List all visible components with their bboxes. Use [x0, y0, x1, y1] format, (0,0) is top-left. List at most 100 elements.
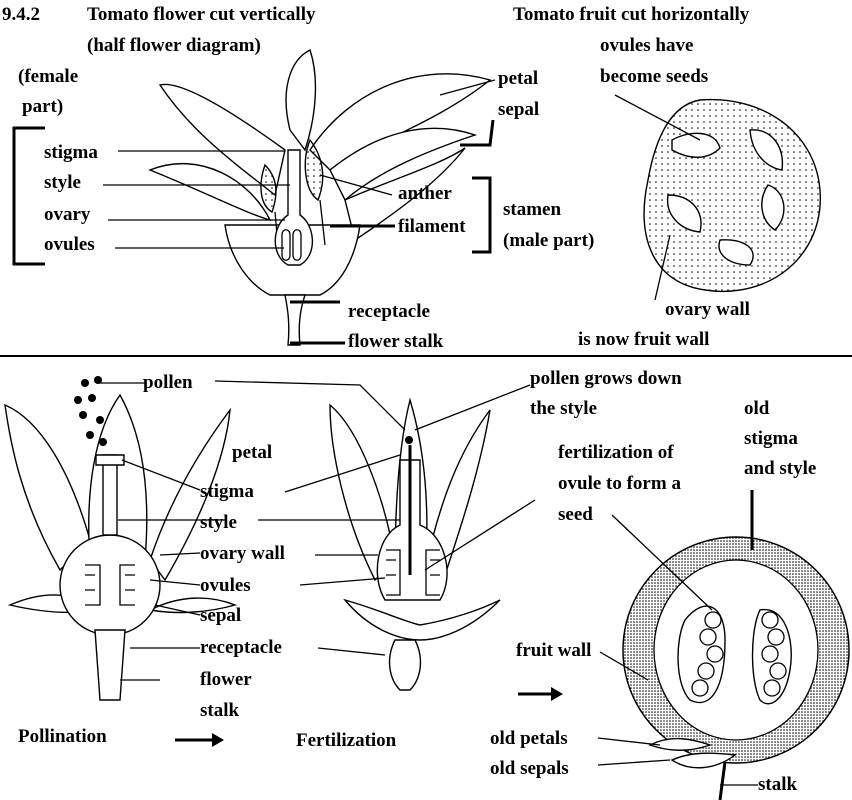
- arrow-1-head: [212, 733, 224, 747]
- fer-ovule-right: [425, 549, 440, 596]
- old-sepals-shape: [670, 752, 737, 769]
- fer-pistil: [376, 459, 448, 601]
- old-petals-label: old petals: [490, 728, 568, 749]
- fruit-wall-label: is now fruit wall: [578, 329, 709, 350]
- stamen-bracket: [472, 176, 492, 254]
- become-seeds-label: become seeds: [600, 66, 708, 87]
- old-label-2: stigma: [744, 428, 798, 449]
- sepal-label-b: sepal: [200, 605, 241, 626]
- female-bracket: [12, 126, 45, 266]
- fruit-wall-label-b: fruit wall: [516, 640, 591, 661]
- ovules-leader-b: [149, 579, 201, 586]
- top-pistil: [274, 149, 314, 266]
- stigma-leader-f: [284, 454, 401, 493]
- seeds-left: [691, 611, 724, 697]
- section-number: 9.4.2: [2, 4, 40, 25]
- style-label: style: [44, 172, 81, 193]
- top-petal-inner: [329, 127, 478, 202]
- fertilization-of-2: ovule to form a: [558, 473, 681, 494]
- fruit-horizontal-section: [643, 98, 821, 292]
- ovules-label: ovules: [44, 234, 95, 255]
- pol-ovary: [59, 534, 161, 636]
- top-ovule-2: [292, 229, 302, 261]
- fruit-locule-2: [749, 129, 784, 171]
- anther-label: anther: [398, 183, 452, 204]
- female-label-1: (female: [18, 66, 78, 87]
- pol-ovule-right: [119, 564, 135, 606]
- flower-title-2: (half flower diagram): [87, 35, 261, 56]
- fertilization-of-3: seed: [558, 504, 593, 525]
- ovary-wall-leader: [654, 234, 671, 301]
- ovules-have-label: ovules have: [600, 35, 693, 56]
- top-anther-left: [260, 163, 277, 214]
- seeds-leader: [614, 94, 701, 141]
- seed-leader: [611, 514, 713, 611]
- seeds-right: [761, 611, 787, 697]
- pollen-leader-right: [214, 380, 406, 431]
- sepal-leader-b: [154, 604, 201, 616]
- arrow-2-head: [551, 687, 563, 701]
- pol-petal-right: [149, 407, 231, 582]
- pol-style: [102, 454, 118, 536]
- fruit-locule-left: [677, 605, 726, 704]
- tomato-fruit: [622, 490, 850, 800]
- pollination-label: Pollination: [18, 726, 107, 747]
- pollen-grains: [74, 376, 107, 446]
- fruit-locule-5: [666, 194, 702, 233]
- stamen-label: stamen: [503, 199, 561, 220]
- pol-petal-left: [4, 403, 91, 572]
- fer-pollen-grain: [405, 436, 413, 444]
- style-label-b: style: [200, 512, 237, 533]
- ovary-label: ovary: [44, 204, 91, 225]
- fruit-locule-3: [761, 184, 785, 231]
- receptacle-label: receptacle: [348, 301, 430, 322]
- top-anther-right: [304, 138, 324, 202]
- top-petal-left: [158, 83, 286, 197]
- ovules-label-b: ovules: [200, 575, 251, 596]
- petal-label: petal: [498, 68, 538, 89]
- fertilization-of-1: fertilization of: [558, 442, 674, 463]
- male-part-label: (male part): [503, 230, 594, 251]
- half-flower-drawing: [148, 49, 492, 346]
- fer-receptacle: [388, 639, 422, 691]
- top-ovule-1: [281, 229, 291, 261]
- top-flower-stalk: [284, 294, 306, 346]
- fer-ovule-left: [386, 549, 401, 596]
- filament-label: filament: [398, 216, 466, 237]
- top-petal-centre: [285, 49, 317, 152]
- old-petals-shape: [648, 737, 713, 751]
- sepal-leader: [460, 119, 495, 147]
- pollination-flower: [4, 393, 238, 701]
- female-label-2: part): [22, 96, 63, 117]
- fruit-locule-4: [718, 239, 754, 266]
- fruit-wall-leader: [599, 651, 649, 681]
- flower-stalk-label: flower stalk: [348, 331, 444, 352]
- receptacle-label-b: receptacle: [200, 637, 282, 658]
- pollen-grows-1: pollen grows down: [530, 368, 682, 389]
- fruit-title: Tomato fruit cut horizontally: [513, 4, 750, 25]
- anther-leader: [319, 174, 393, 196]
- flower-title-1: Tomato flower cut vertically: [87, 4, 316, 25]
- stalk-label-b: stalk: [200, 700, 240, 721]
- top-sepal-right: [344, 147, 466, 242]
- petal-leader: [439, 79, 496, 96]
- sepal-label: sepal: [498, 99, 539, 120]
- old-sepals-leader: [597, 759, 671, 766]
- receptacle-leader-f: [317, 647, 386, 656]
- pol-ovule-left: [85, 564, 101, 606]
- ovary-wall-leader-b: [159, 552, 201, 556]
- pollen-grows-2: the style: [530, 398, 597, 419]
- ovary-wall-label-b: ovary wall: [200, 543, 285, 564]
- stalk-label-fruit: stalk: [758, 774, 798, 795]
- ovary-wall-label: ovary wall: [665, 299, 750, 320]
- pol-stalk: [94, 629, 126, 701]
- ovules-leader-f: [299, 577, 386, 586]
- stigma-label: stigma: [44, 142, 98, 163]
- fertilization-label: Fertilization: [296, 730, 397, 751]
- stigma-label-b: stigma: [200, 481, 254, 502]
- old-sepals-label: old sepals: [490, 758, 569, 779]
- pol-stigma: [95, 454, 125, 466]
- fruit-locule-right: [751, 608, 792, 705]
